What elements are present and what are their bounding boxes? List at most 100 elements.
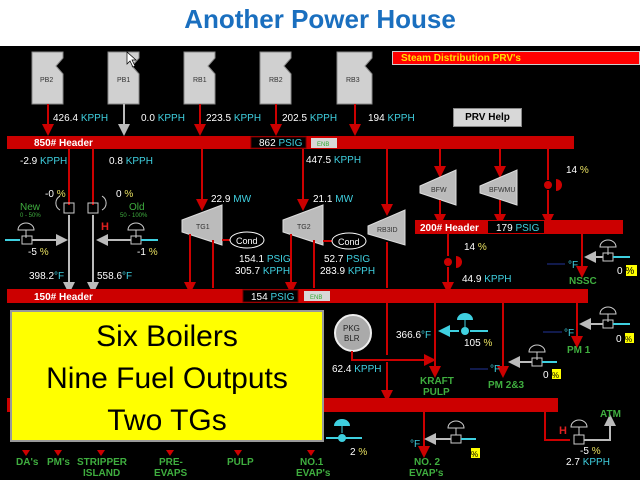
boiler-rb3[interactable]: RB3	[336, 51, 373, 105]
bottom-consumers: DA's PM's STRIPPER ISLAND PRE- EVAPS PUL…	[16, 450, 331, 479]
enb-850-button[interactable]	[311, 138, 337, 148]
enb-150-button[interactable]	[304, 291, 330, 301]
rb3-flow: 194 KPPH	[368, 113, 415, 124]
tg1-condenser[interactable]: Cond	[229, 231, 265, 249]
pm1-position: 0	[616, 334, 622, 345]
old-prv-label: Old	[129, 202, 145, 213]
header-850-pressure: 862 PSIG	[259, 138, 303, 149]
package-boiler[interactable]: PKG BLR	[334, 314, 372, 352]
consumer-no1-2: EVAP's	[296, 468, 331, 479]
rb1-flow: 223.5 KPPH	[206, 113, 261, 124]
tg2-ext-flow: 283.9 KPPH	[320, 266, 375, 277]
atm-mode: H	[559, 425, 567, 437]
prv-200-top-position: 14 %	[566, 165, 589, 176]
boiler-pb2[interactable]: PB2	[31, 51, 64, 105]
consumer-stripper-2: ISLAND	[83, 468, 120, 479]
tg1-ext-pressure: 154.1 PSIG	[239, 254, 291, 265]
kraft-desup-valve[interactable]	[457, 313, 473, 335]
bfw-label: BFW	[431, 187, 447, 194]
bfwmu-label: BFWMU	[489, 187, 515, 194]
boiler-rb1[interactable]: RB1	[183, 51, 216, 105]
pm23-temp-unit: °F	[490, 364, 500, 375]
turbine-tg2[interactable]: TG2	[282, 204, 324, 246]
kraft-label2: PULP	[423, 387, 450, 398]
consumer-stripper: STRIPPER	[77, 457, 128, 468]
tg2-cond-label: Cond	[338, 237, 360, 247]
boiler-rb2[interactable]: RB2	[259, 51, 292, 105]
new-desup-valve[interactable]	[17, 222, 35, 245]
prv-200-bottom-valve[interactable]	[444, 256, 462, 268]
atm-position: -5 %	[580, 446, 601, 457]
consumer-pre-evaps-2: EVAPS	[154, 468, 187, 479]
nssc-temp-unit: °F	[568, 260, 578, 271]
pm23-pct: %	[552, 371, 559, 380]
tg2-mw: 21.1 MW	[313, 194, 354, 205]
old-prv-position: 0 %	[116, 189, 133, 200]
kraft-desup-position: 105 %	[464, 338, 492, 349]
new-prv-range: 0 - 50%	[20, 213, 41, 219]
pm1-label: PM 1	[567, 345, 591, 356]
atm-label: ATM	[600, 409, 621, 420]
atm-flow: 2.7 KPPH	[566, 457, 610, 468]
pkg-flow: 62.4 KPPH	[332, 364, 381, 375]
tg1-mw: 22.9 MW	[211, 194, 252, 205]
nssc-position: 0 %	[617, 266, 634, 277]
boiler-label: RB3	[346, 77, 360, 84]
rb3id-label: RB3ID	[377, 227, 398, 234]
header-200-label: 200# Header	[420, 223, 479, 234]
nssc-label: NSSC	[569, 276, 597, 287]
consumer-pulp: PULP	[227, 457, 254, 468]
kraft-temp: 366.6°F	[396, 330, 431, 341]
pm1-temp-unit: °F	[564, 328, 574, 339]
pm23-label: PM 2&3	[488, 380, 525, 391]
prv-200-bottom-position: 14 %	[464, 242, 487, 253]
old-prv-mode: H	[101, 221, 109, 233]
tg1-label: TG1	[196, 224, 210, 231]
summary-callout: Six Boilers Nine Fuel Outputs Two TGs	[10, 310, 324, 442]
new-prv-valve[interactable]	[55, 195, 75, 214]
pkg-line2: BLR	[344, 334, 360, 343]
tg2-ext-pressure: 52.7 PSIG	[324, 254, 370, 265]
tg1-cond-label: Cond	[236, 236, 258, 246]
callout-line2: Nine Fuel Outputs	[46, 362, 288, 395]
tg2-label: TG2	[297, 224, 311, 231]
callout-line3: Two TGs	[107, 404, 227, 437]
consumer-das: DA's	[16, 457, 39, 468]
consumer-pms: PM's	[47, 457, 70, 468]
header-150-pressure: 154 PSIG	[251, 292, 295, 303]
no2-label2: EVAP's	[409, 468, 444, 479]
pm1-pct: %	[625, 335, 632, 344]
new-prv-position: -0 %	[45, 189, 66, 200]
tg2-condenser[interactable]: Cond	[331, 232, 367, 250]
tg1-ext-flow: 305.7 KPPH	[235, 266, 290, 277]
prv-200-top-valve[interactable]	[544, 179, 562, 191]
pm23-position: 0	[543, 370, 549, 381]
boiler-label: PB2	[40, 77, 53, 84]
header-850-label: 850# Header	[34, 138, 93, 149]
turbine-rb3id[interactable]: RB3ID	[367, 209, 406, 246]
boiler-label: RB2	[269, 77, 283, 84]
new-prv-temp: 398.2°F	[29, 271, 64, 282]
callout-line1: Six Boilers	[96, 320, 238, 353]
old-prv-valve[interactable]	[87, 195, 107, 214]
no1-desup-position: 2 %	[350, 447, 367, 458]
enb-850-label: ENB	[317, 142, 329, 148]
turbine-bfw[interactable]: BFW	[419, 169, 457, 206]
old-desup-position: -1 %	[137, 247, 158, 258]
no1-desup-valve[interactable]	[334, 419, 350, 442]
prv-help-button[interactable]: PRV Help	[453, 108, 522, 127]
turbine-tg1[interactable]: TG1	[181, 204, 223, 246]
consumer-pre-evaps: PRE-	[159, 457, 183, 468]
old-prv-flow: 0.8 KPPH	[109, 156, 153, 167]
pb1-flow: 0.0 KPPH	[141, 113, 185, 124]
new-prv-label: New	[20, 202, 41, 213]
new-prv-flow: -2.9 KPPH	[20, 156, 67, 167]
old-prv-range: 50 - 100%	[120, 213, 148, 219]
page-title: Another Power House	[184, 4, 456, 34]
old-prv-temp: 558.6°F	[97, 271, 132, 282]
new-desup-position: -5 %	[28, 247, 49, 258]
boiler-pb1[interactable]: PB1	[107, 51, 140, 105]
boiler-label: PB1	[117, 77, 130, 84]
rb2-flow: 202.5 KPPH	[282, 113, 337, 124]
turbine-bfwmu[interactable]: BFWMU	[479, 169, 518, 206]
